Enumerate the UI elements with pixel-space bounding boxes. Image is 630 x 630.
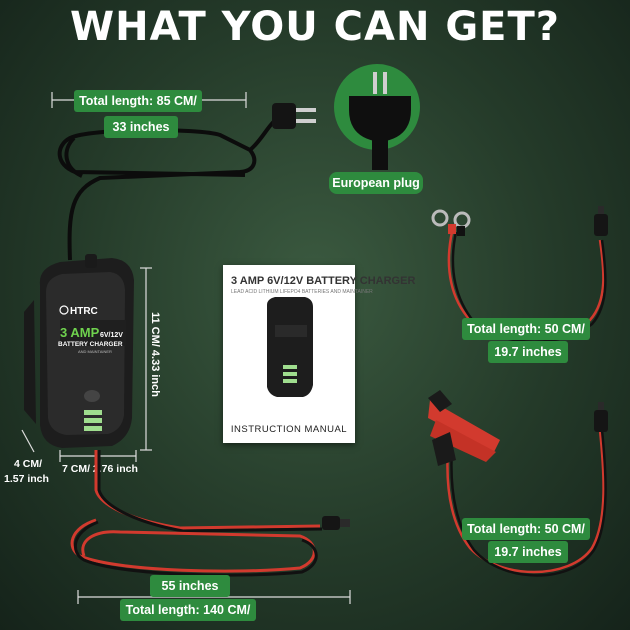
- manual-heading: 3 AMP 6V/12V BATTERY CHARGER: [231, 275, 416, 287]
- height-label: 11 CM/ 4.33 inch: [149, 312, 161, 397]
- manual-subheading: LEAD ACID LITHIUM LIFEPO4 BATTERIES AND …: [231, 289, 373, 295]
- clamp-cable-length-cm: Total length: 50 CM/: [462, 518, 590, 540]
- ac-cord-length-cm: Total length: 85 CM/: [74, 90, 202, 112]
- clamp-cable-length-in: 19.7 inches: [488, 541, 568, 563]
- output-cable-length-cm: Total length: 140 CM/: [120, 599, 256, 621]
- ring-terminals: [431, 209, 471, 236]
- ac-power-cord: [57, 116, 280, 261]
- depth-label-in: 1.57 inch: [4, 473, 49, 485]
- alligator-clamps: [428, 390, 500, 466]
- charger-amp: 3 AMP: [60, 325, 100, 340]
- ring-cable-length-cm: Total length: 50 CM/: [462, 318, 590, 340]
- ac-plug-head: [272, 103, 316, 129]
- clamp-cable: [446, 429, 607, 577]
- ring-cable-connector: [594, 206, 608, 236]
- ring-cable-length-in: 19.7 inches: [488, 341, 568, 363]
- charger-brand: HTRC: [70, 306, 98, 317]
- instruction-manual: 3 AMP 6V/12V BATTERY CHARGER LEAD ACID L…: [223, 265, 415, 443]
- charger-title: BATTERY CHARGER: [58, 341, 123, 348]
- height-measure-line: [140, 267, 152, 451]
- clamp-cable-connector: [594, 402, 608, 432]
- output-cable-measure-line: [77, 590, 351, 604]
- manual-charger-illustration: [267, 297, 313, 397]
- depth-label-cm: 4 CM/: [14, 458, 42, 470]
- manual-footer: INSTRUCTION MANUAL: [230, 424, 348, 435]
- output-cable-length-in: 55 inches: [150, 575, 230, 597]
- output-cable-connector: [322, 516, 350, 530]
- charger-subtitle: AND MAINTAINER: [78, 349, 112, 354]
- charger-voltage: 6V/12V: [100, 332, 123, 339]
- page-title: WHAT YOU CAN GET?: [70, 4, 560, 50]
- european-plug-label: European plug: [329, 172, 423, 194]
- ac-cord-length-in: 33 inches: [104, 116, 178, 138]
- european-plug-badge: [334, 64, 420, 150]
- output-cable: [70, 450, 323, 577]
